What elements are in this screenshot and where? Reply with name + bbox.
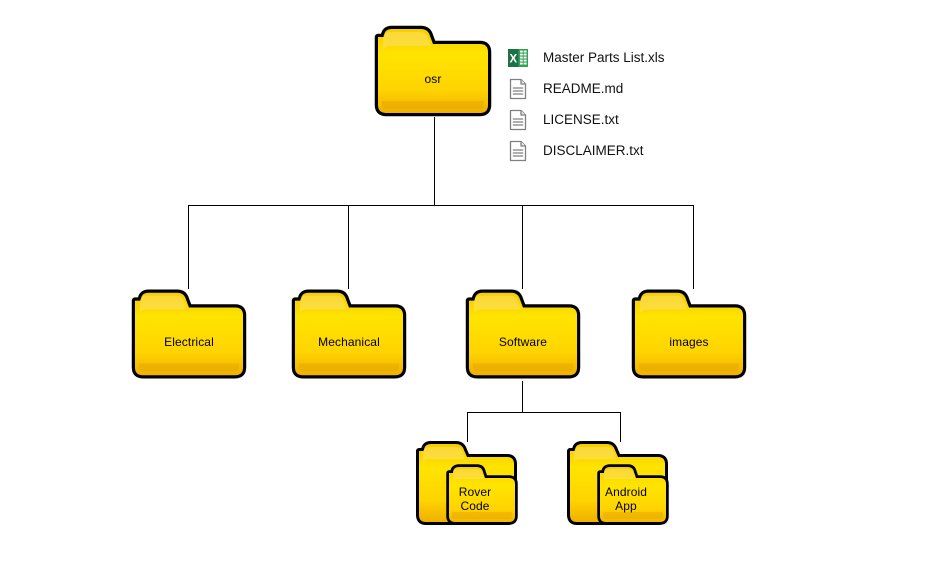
folder-node-images[interactable]: images — [631, 288, 747, 380]
connector-level2-bus — [188, 205, 694, 206]
nested-folder-icon — [567, 441, 669, 525]
folder-node-electrical[interactable]: Electrical — [131, 288, 247, 380]
text-file-icon — [506, 77, 530, 101]
connector-stem-electrical — [188, 205, 189, 289]
folder-icon — [374, 25, 492, 117]
file-name: Master Parts List.xls — [543, 50, 665, 65]
folder-node-android-app[interactable]: Android App — [567, 440, 669, 526]
list-item[interactable]: DISCLAIMER.txt — [506, 139, 644, 163]
list-item[interactable]: LICENSE.txt — [506, 108, 619, 132]
svg-text:X: X — [509, 53, 517, 65]
connector-stem-images — [693, 205, 694, 289]
file-name: LICENSE.txt — [543, 112, 619, 127]
folder-icon — [631, 289, 747, 379]
excel-file-icon: X — [506, 46, 530, 70]
root-file-list: X Master Parts List.xls README.md — [506, 46, 806, 176]
list-item[interactable]: X Master Parts List.xls — [506, 46, 665, 70]
connector-software-drop — [522, 381, 523, 413]
nested-folder-icon — [416, 441, 518, 525]
folder-node-software[interactable]: Software — [465, 288, 581, 380]
connector-stem-mechanical — [348, 205, 349, 289]
file-name: DISCLAIMER.txt — [543, 143, 644, 158]
folder-icon — [465, 289, 581, 379]
text-file-icon — [506, 108, 530, 132]
folder-node-rover-code[interactable]: Rover Code — [416, 440, 518, 526]
list-item[interactable]: README.md — [506, 77, 623, 101]
connector-level3-bus — [467, 412, 621, 413]
folder-node-osr[interactable]: osr — [374, 25, 492, 117]
folder-icon — [131, 289, 247, 379]
file-name: README.md — [543, 81, 624, 96]
folder-node-mechanical[interactable]: Mechanical — [291, 288, 407, 380]
text-file-icon — [506, 139, 530, 163]
connector-root-drop — [434, 117, 435, 206]
connector-stem-software — [522, 205, 523, 289]
folder-icon — [291, 289, 407, 379]
connector-stem-rover-code — [467, 412, 468, 442]
connector-stem-android-app — [620, 412, 621, 442]
